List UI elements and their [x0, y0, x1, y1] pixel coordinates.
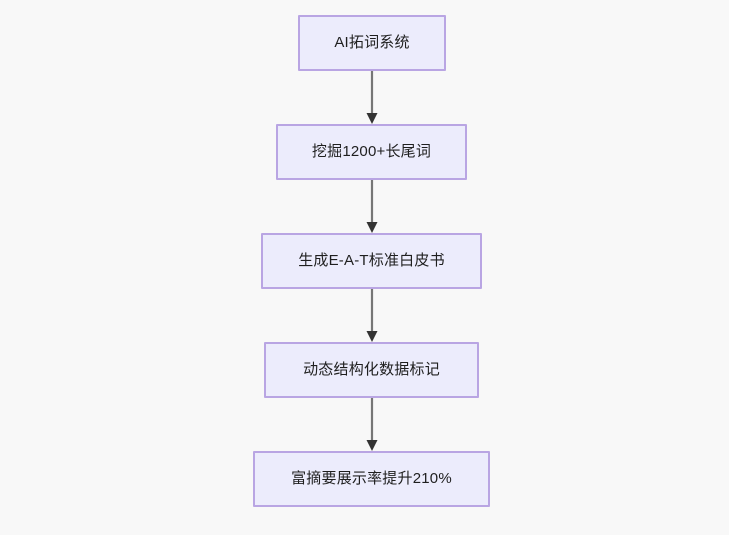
flow-node-generate-eat-whitepaper[interactable]: 生成E-A-T标准白皮书	[261, 233, 482, 289]
edge-n4-n5	[362, 398, 382, 452]
flow-node-label: 挖掘1200+长尾词	[311, 142, 432, 160]
flow-node-label: 动态结构化数据标记	[303, 360, 440, 378]
flow-node-label: 生成E-A-T标准白皮书	[298, 251, 445, 269]
flow-node-mine-longtail-keywords[interactable]: 挖掘1200+长尾词	[276, 124, 467, 180]
edge-n3-n4	[362, 289, 382, 343]
flow-node-label: AI拓词系统	[334, 33, 410, 51]
flow-node-rich-snippet-impression-lift[interactable]: 富摘要展示率提升210%	[253, 451, 490, 507]
flow-node-ai-keyword-system[interactable]: AI拓词系统	[298, 15, 446, 71]
flow-node-label: 富摘要展示率提升210%	[291, 469, 452, 487]
edge-n2-n3	[362, 180, 382, 234]
edge-n1-n2	[362, 71, 382, 125]
flow-node-dynamic-structured-data-markup[interactable]: 动态结构化数据标记	[264, 342, 479, 398]
